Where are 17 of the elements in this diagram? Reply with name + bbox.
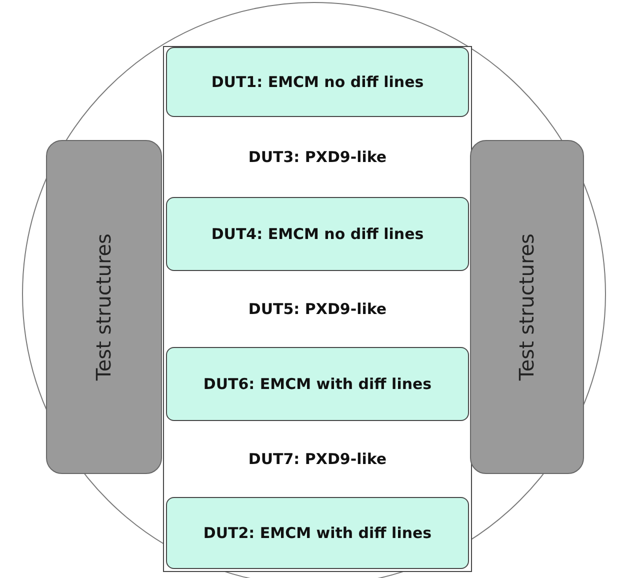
dut-label: DUT1: EMCM no diff lines <box>211 73 424 91</box>
test-structure-area <box>470 140 584 474</box>
test-structure-area <box>46 140 162 474</box>
dut-label: DUT2: EMCM with diff lines <box>203 524 432 542</box>
area-label: Test structures <box>92 233 116 380</box>
dut-label: DUT7: PXD9-like <box>248 450 387 468</box>
dut-label: DUT4: EMCM no diff lines <box>211 225 424 243</box>
dut-box <box>166 347 469 421</box>
wafer-outline <box>22 2 606 578</box>
dut-box <box>166 497 469 569</box>
dut-label: DUT6: EMCM with diff lines <box>203 375 432 393</box>
dut-box <box>166 47 469 117</box>
dut-label: DUT3: PXD9-like <box>248 148 387 166</box>
dut-column <box>162 46 472 572</box>
dut-label: DUT5: PXD9-like <box>248 300 387 318</box>
dut-box <box>166 197 469 271</box>
area-label: Test structures <box>514 233 538 380</box>
